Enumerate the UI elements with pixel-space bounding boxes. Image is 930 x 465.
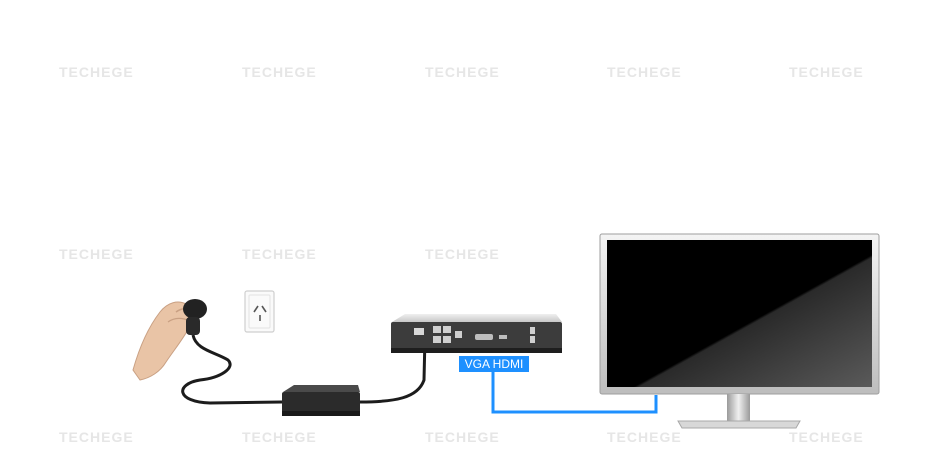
watermark: TECHEGE bbox=[59, 246, 134, 262]
video-cable bbox=[491, 372, 658, 414]
power-adapter-icon bbox=[282, 385, 360, 416]
watermark: TECHEGE bbox=[59, 64, 134, 80]
watermark: TECHEGE bbox=[242, 246, 317, 262]
power-plug-icon bbox=[183, 299, 207, 335]
monitor-icon bbox=[599, 233, 880, 429]
watermark: TECHEGE bbox=[607, 429, 682, 445]
watermark: TECHEGE bbox=[242, 429, 317, 445]
watermark: TECHEGE bbox=[425, 429, 500, 445]
watermark: TECHEGE bbox=[607, 64, 682, 80]
wall-socket-icon bbox=[244, 290, 275, 333]
watermark: TECHEGE bbox=[425, 64, 500, 80]
watermark: TECHEGE bbox=[242, 64, 317, 80]
port-label-vga-hdmi: VGA HDMI bbox=[459, 356, 529, 372]
watermark: TECHEGE bbox=[59, 429, 134, 445]
watermark: TECHEGE bbox=[789, 429, 864, 445]
nvr-recorder-icon bbox=[391, 314, 562, 353]
watermark: TECHEGE bbox=[789, 64, 864, 80]
watermark: TECHEGE bbox=[425, 246, 500, 262]
